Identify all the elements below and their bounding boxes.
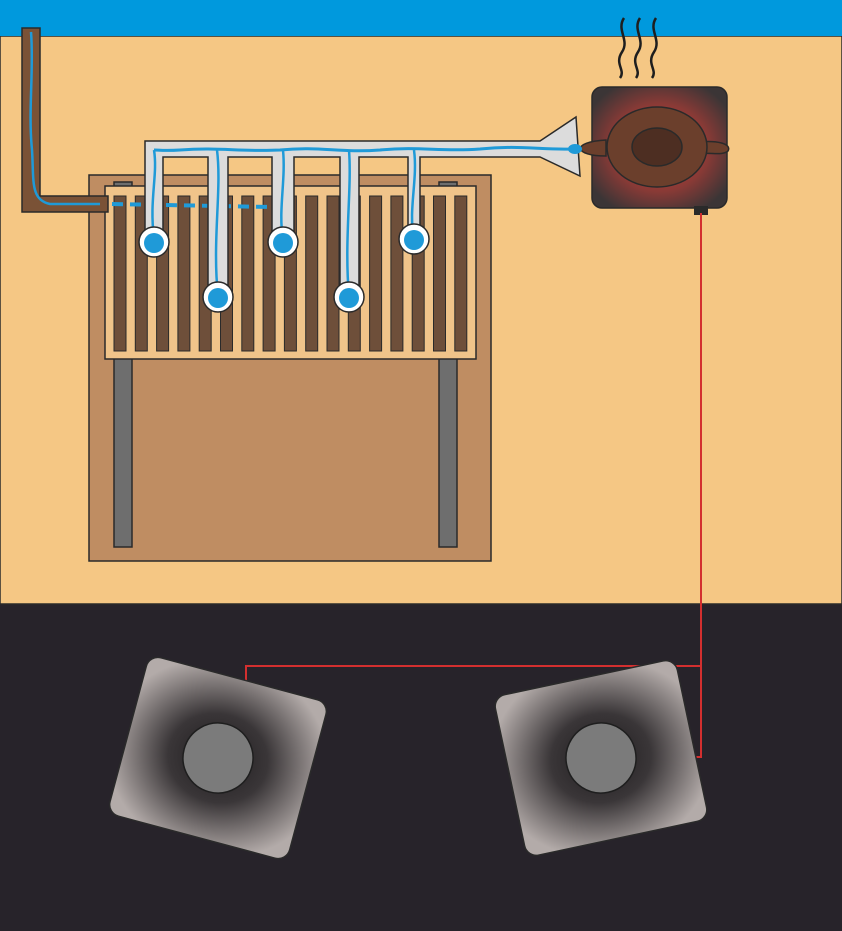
sky-strip xyxy=(0,0,842,36)
manifold xyxy=(138,115,581,313)
heater-plug xyxy=(694,206,708,215)
rack-slat xyxy=(305,195,319,352)
rack-slat xyxy=(433,195,446,352)
water-outlet xyxy=(333,281,365,313)
water-outlet xyxy=(267,226,299,258)
rack-slats xyxy=(113,195,468,352)
water-drip-line xyxy=(111,202,273,209)
speaker-left xyxy=(108,656,328,860)
speaker-cone xyxy=(565,722,637,794)
water-outlet xyxy=(398,223,430,255)
rack-slat xyxy=(241,195,255,352)
water-outlet xyxy=(202,281,234,313)
kettle xyxy=(568,106,730,188)
steam xyxy=(617,17,658,79)
rack-slat xyxy=(326,195,340,352)
speaker-right xyxy=(494,659,708,857)
rack-slat xyxy=(369,195,383,352)
manifold-water-stream xyxy=(153,145,573,153)
speaker-cone xyxy=(182,722,254,794)
rack-slat xyxy=(454,195,468,352)
heater-unit xyxy=(568,17,730,215)
rack-slat xyxy=(390,195,404,352)
supply-pipe xyxy=(21,27,273,213)
water-outlet xyxy=(138,226,170,258)
rack-slat xyxy=(177,195,191,352)
pipe-water-stream xyxy=(29,31,100,206)
rack-slat xyxy=(113,195,127,352)
